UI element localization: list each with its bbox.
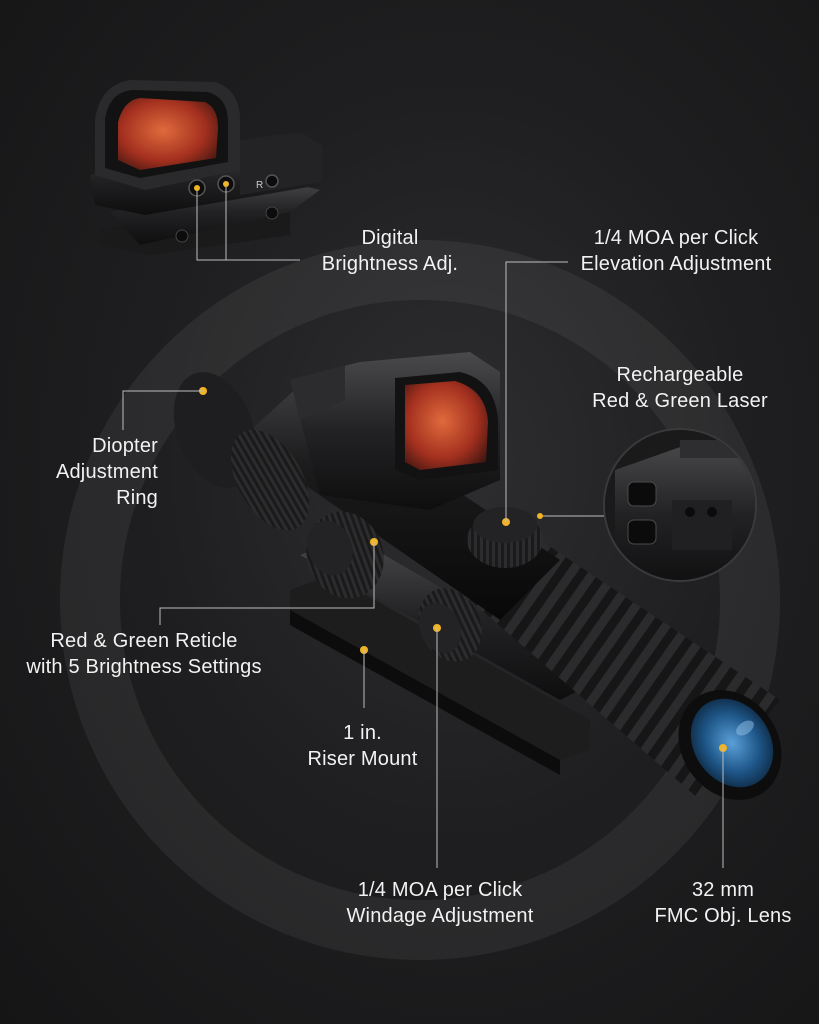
- callout-line: 1/4 MOA per Click: [593, 227, 759, 249]
- svg-text:R: R: [256, 180, 263, 191]
- callout-reticle: Red & Green Reticle with 5 Brightness Se…: [10, 628, 278, 680]
- callout-line: Riser Mount: [307, 748, 418, 770]
- callout-line: Diopter: [92, 435, 158, 457]
- callout-line: Windage Adjustment: [346, 905, 534, 927]
- leader-lines: [122, 184, 724, 868]
- callout-digital-brightness: Digital Brightness Adj.: [305, 225, 475, 277]
- callout-elevation: 1/4 MOA per Click Elevation Adjustment: [566, 225, 786, 277]
- callout-laser: Rechargeable Red & Green Laser: [575, 362, 785, 414]
- callout-line: 1 in.: [343, 722, 382, 744]
- callout-diopter: Diopter Adjustment Ring: [20, 433, 158, 511]
- callout-line: FMC Obj. Lens: [654, 905, 792, 927]
- callout-line: Red & Green Laser: [592, 390, 768, 412]
- callout-riser: 1 in. Riser Mount: [295, 720, 430, 772]
- callout-line: 1/4 MOA per Click: [357, 879, 523, 901]
- red-dot-sight-image: R: [90, 80, 322, 255]
- background-emblem: [60, 240, 780, 960]
- callout-line: Adjustment: [55, 461, 158, 483]
- callout-line: with 5 Brightness Settings: [26, 656, 262, 678]
- callout-windage: 1/4 MOA per Click Windage Adjustment: [335, 877, 545, 929]
- callout-dots: [194, 181, 543, 519]
- callout-line: Elevation Adjustment: [580, 253, 772, 275]
- callout-line: 32 mm: [691, 879, 755, 901]
- callout-lens: 32 mm FMC Obj. Lens: [643, 877, 803, 929]
- scope-image: [173, 352, 782, 800]
- callout-line: Red & Green Reticle: [50, 630, 238, 652]
- callout-line: Digital: [361, 227, 419, 249]
- callout-line: Brightness Adj.: [321, 253, 459, 275]
- laser-inset-image: [603, 428, 757, 582]
- callout-line: Ring: [116, 487, 158, 509]
- callout-line: Rechargeable: [616, 364, 744, 386]
